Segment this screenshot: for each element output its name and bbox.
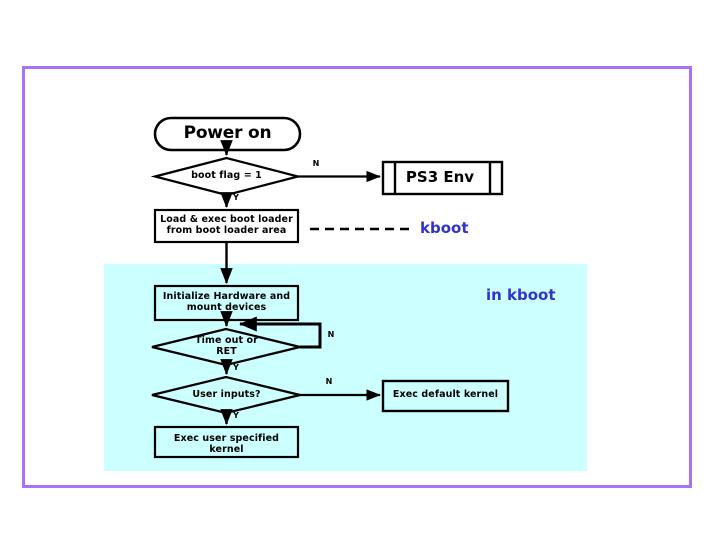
ps3-env-shape (381, 160, 504, 196)
exec-user-kernel-shape (153, 425, 300, 459)
initialize-hardware-shape (153, 284, 300, 322)
power-on-shape (153, 116, 302, 152)
timeout-decision-shape (151, 327, 301, 367)
connector-timeout-no-loop (239, 316, 322, 349)
load-exec-boot-loader-shape (153, 208, 300, 244)
slide-border-frame (22, 66, 692, 488)
boot-flag-decision-shape (150, 156, 303, 197)
user-inputs-decision-shape (151, 375, 301, 415)
exec-default-kernel-shape (381, 379, 510, 413)
